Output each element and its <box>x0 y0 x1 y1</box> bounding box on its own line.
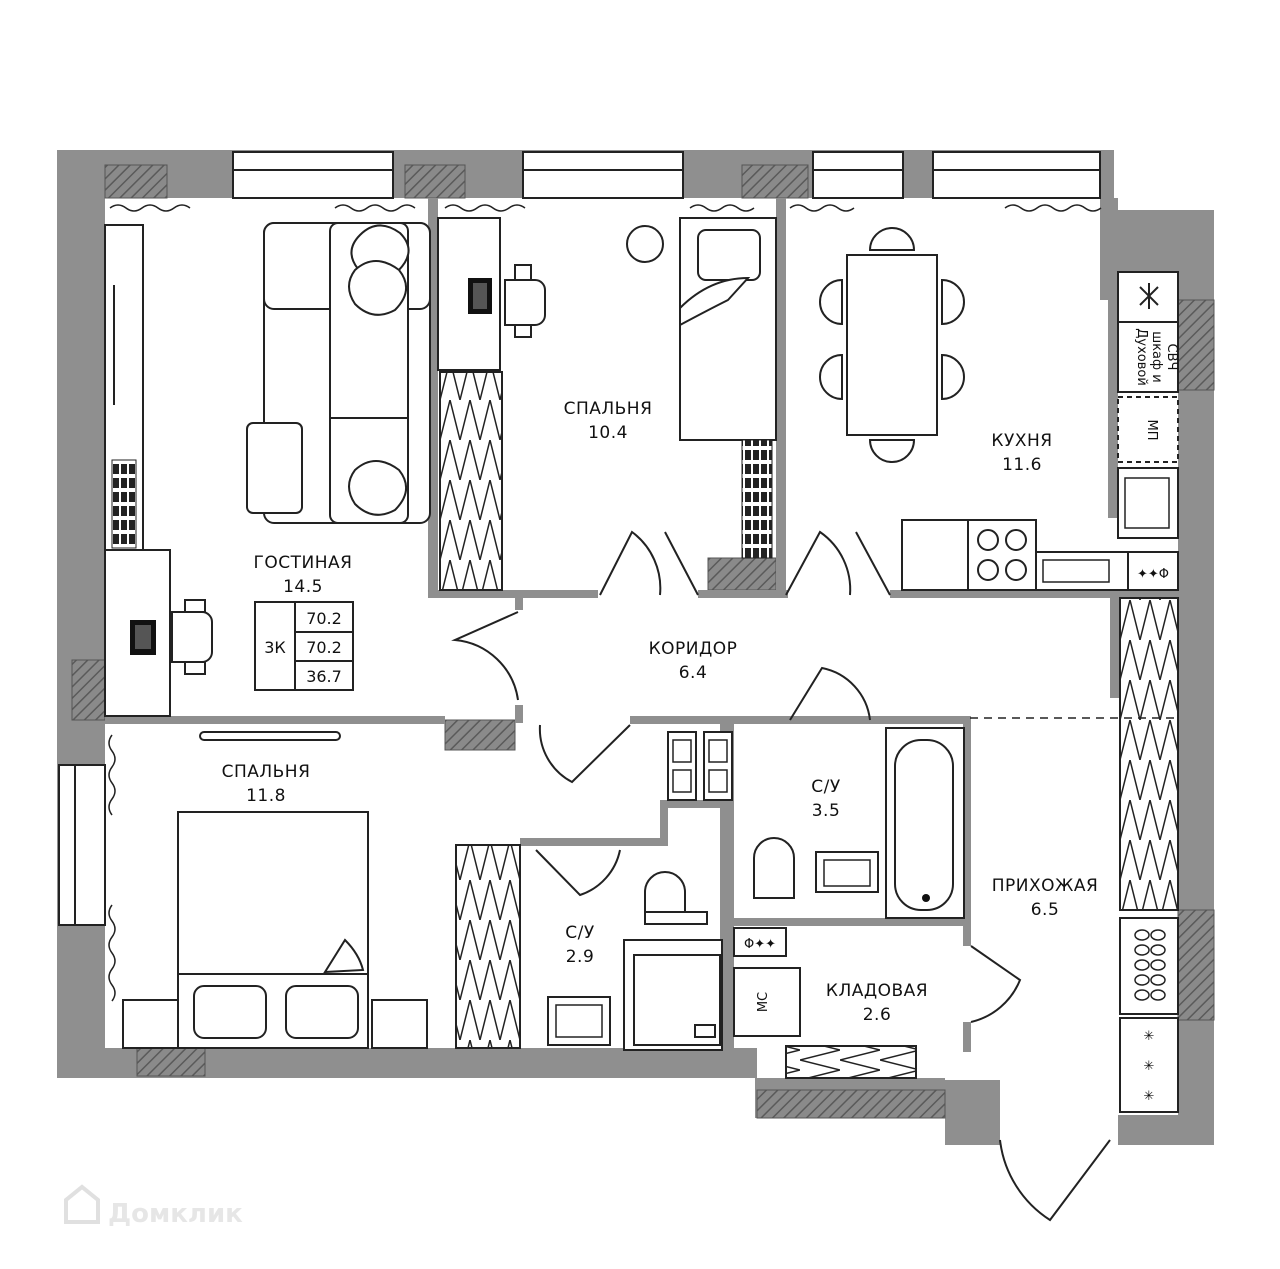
living-area: 36.7 <box>306 667 342 686</box>
rooms-count-label: 3К <box>264 638 286 657</box>
bedroom-bottom-name: СПАЛЬНЯ <box>222 762 311 782</box>
total-area: 70.2 <box>306 609 342 628</box>
bath-small-area: 2.9 <box>566 947 595 967</box>
bedroom-bottom-furniture <box>122 731 521 1049</box>
room-labels: ГОСТИНАЯ 14.5 СПАЛЬНЯ 10.4 КУХНЯ 11.6 КО… <box>222 399 1099 1025</box>
interior-walls <box>105 198 1178 1054</box>
bath-large-area: 3.5 <box>812 801 841 821</box>
windows <box>58 151 1101 926</box>
kitchen-name: КУХНЯ <box>991 431 1052 451</box>
svg-text:✳: ✳ <box>1144 1089 1155 1104</box>
kitchen-area: 11.6 <box>1002 455 1042 475</box>
curtains <box>108 204 1102 1002</box>
house-icon <box>64 1184 100 1224</box>
area-summary-table: 3К 70.2 70.2 36.7 <box>254 601 354 691</box>
bedroom-top-name: СПАЛЬНЯ <box>564 399 653 419</box>
hallway-name: ПРИХОЖАЯ <box>992 876 1099 896</box>
doors <box>451 530 1111 1222</box>
oven-label-line3: СВЧ <box>1164 344 1179 371</box>
bedroom-top-furniture <box>437 217 777 591</box>
corridor-name: КОРИДОР <box>649 639 738 659</box>
total-area-2: 70.2 <box>306 638 342 657</box>
washer-label: МС <box>756 992 771 1012</box>
living-room-name: ГОСТИНАЯ <box>254 553 353 573</box>
bath-large-name: С/У <box>811 777 841 797</box>
storage-area: 2.6 <box>863 1005 892 1025</box>
dishwasher-label: МП <box>1144 420 1159 441</box>
svg-text:✳: ✳ <box>1144 1059 1155 1074</box>
bath-small-name: С/У <box>565 923 595 943</box>
bedroom-top-area: 10.4 <box>588 423 628 443</box>
structural-columns <box>71 164 1215 1119</box>
svg-text:Φ✦✦: Φ✦✦ <box>744 937 776 952</box>
oven-label-line1: Духовой <box>1134 328 1149 386</box>
living-room-area: 14.5 <box>283 577 323 597</box>
kitchen-furniture: ✦✦Φ <box>819 227 1179 591</box>
bedroom-bottom-area: 11.8 <box>246 786 286 806</box>
corridor-area: 6.4 <box>679 663 708 683</box>
svg-text:✳: ✳ <box>1144 1029 1155 1044</box>
svg-text:✦✦Φ: ✦✦Φ <box>1137 567 1169 582</box>
hallway-area: 6.5 <box>1031 900 1060 920</box>
watermark: Домклик <box>64 1184 243 1229</box>
hallway-furniture: ✳ ✳ ✳ <box>785 597 1179 1113</box>
living-room-furniture <box>104 222 431 717</box>
watermark-text: Домклик <box>108 1199 243 1229</box>
bathroom-fixtures: Φ✦✦ <box>547 727 965 1051</box>
oven-label-line2: шкаф и <box>1149 331 1164 382</box>
appliance-labels: Духовой шкаф и СВЧ МП МС <box>756 328 1179 1012</box>
storage-name: КЛАДОВАЯ <box>826 981 928 1001</box>
